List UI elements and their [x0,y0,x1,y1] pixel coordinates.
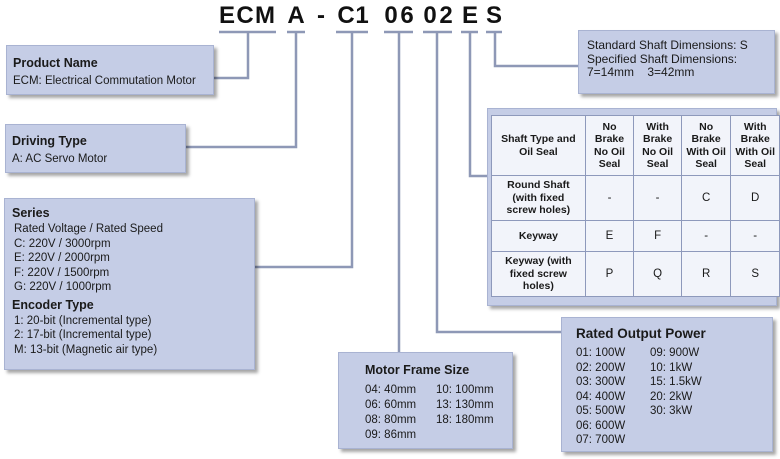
shaft-cell: - [633,175,682,221]
code-char: C [337,2,355,29]
power-item: 20: 2kW [650,390,693,403]
code-char: 2 [439,2,453,29]
code-char: A [287,2,305,29]
code-char: C [236,2,254,29]
shaft-cell: E [584,220,635,252]
shaft-row-label: Keyway (with fixed screw holes) [491,251,586,297]
series-line: F: 220V / 1500rpm [14,266,110,279]
power-item: 09: 900W [650,347,700,359]
power-item: 30: 3kW [650,405,693,417]
power-item: 05: 500W [576,405,626,417]
shaft-cell: S [730,251,780,297]
shaft-cell: P [584,251,635,297]
power-item: 02: 200W [576,361,626,374]
driving-type-line: A: AC Servo Motor [12,153,108,165]
series-title: Series [12,206,50,220]
shaft-cell: - [584,175,635,221]
shaft-dim-line: 7=14mm 3=42mm [587,65,695,79]
power-item: 04: 400W [576,390,626,403]
driving-type-title: Driving Type [12,134,87,148]
code-char: 1 [355,2,369,29]
shaft-cell: Q [633,251,682,297]
shaft-cell: D [730,175,780,221]
shaft-table-header: No Brake With Oil Seal [680,115,732,176]
motor-frame-box: Motor Frame Size 04: 40mm 06: 60mm 08: 8… [338,352,513,449]
encoder-line: 1: 20-bit (Incremental type) [14,314,152,327]
code-char: M [255,2,275,29]
shaft-dim-line: Standard Shaft Dimensions: S [587,38,748,52]
frame-item: 10: 100mm [436,384,494,396]
shaft-cell: - [680,220,732,252]
frame-item: 18: 180mm [436,414,494,426]
shaft-dimensions-box: Standard Shaft Dimensions: S Specified S… [578,30,775,94]
product-name-line: ECM: Electrical Commutation Motor [13,75,196,87]
frame-item: 08: 80mm [365,414,417,426]
encoder-line: M: 13-bit (Magnetic air type) [14,343,158,356]
code-char: S [485,2,502,29]
rated-power-box: Rated Output Power 01: 100W 02: 200W 03:… [561,317,773,452]
rated-power-title: Rated Output Power [576,326,706,341]
product-name-title: Product Name [13,56,98,70]
power-item: 10: 1kW [650,361,693,374]
series-line: C: 220V / 3000rpm [14,237,111,250]
shaft-row-label: Keyway [491,220,586,252]
table-row: Round Shaft (with fixed screw holes) - -… [491,175,780,221]
code-char: 0 [384,2,398,29]
shaft-cell: F [633,220,682,252]
series-line: Rated Voltage / Rated Speed [14,223,163,235]
code-char: - [317,2,325,29]
product-name-box: Product Name ECM: Electrical Commutation… [6,45,214,95]
frame-item: 13: 130mm [436,399,494,411]
power-item: 03: 300W [576,376,626,388]
frame-item: 09: 86mm [365,429,417,441]
shaft-row-label: Round Shaft (with fixed screw holes) [491,175,586,221]
frame-item: 06: 60mm [365,399,417,411]
shaft-cell: - [730,220,780,252]
shaft-dim-line: Specified Shaft Dimensions: [587,51,738,66]
code-char: 6 [400,2,414,29]
code-char: 0 [423,2,437,29]
shaft-table-header: Shaft Type and Oil Seal [491,115,586,176]
frame-item: 04: 40mm [365,384,417,396]
motor-frame-title: Motor Frame Size [365,363,470,377]
code-char: E [218,2,235,29]
power-item: 15: 1.5kW [650,376,702,388]
shaft-table-header: No Brake No Oil Seal [584,115,635,176]
shaft-cell: R [680,251,732,297]
shaft-cell: C [680,175,732,221]
power-item: 06: 600W [576,419,626,432]
encoder-type-title: Encoder Type [12,297,94,312]
table-row: Keyway E F - - [491,220,780,252]
shaft-table-header: With Brake With Oil Seal [730,115,780,176]
shaft-table-header: With Brake No Oil Seal [633,115,682,176]
series-line: G: 220V / 1000rpm [14,281,112,293]
power-item: 01: 100W [576,347,626,359]
power-item: 07: 700W [576,434,626,446]
series-line: E: 220V / 2000rpm [14,252,110,264]
shaft-table: Shaft Type and Oil Seal No Brake No Oil … [491,115,780,297]
encoder-line: 2: 17-bit (Incremental type) [14,329,152,341]
code-char: E [461,2,478,29]
table-row: Keyway (with fixed screw holes) P Q R S [491,251,780,297]
driving-type-box: Driving Type A: AC Servo Motor [5,124,186,173]
series-box: Series Rated Voltage / Rated Speed C: 22… [4,198,255,370]
